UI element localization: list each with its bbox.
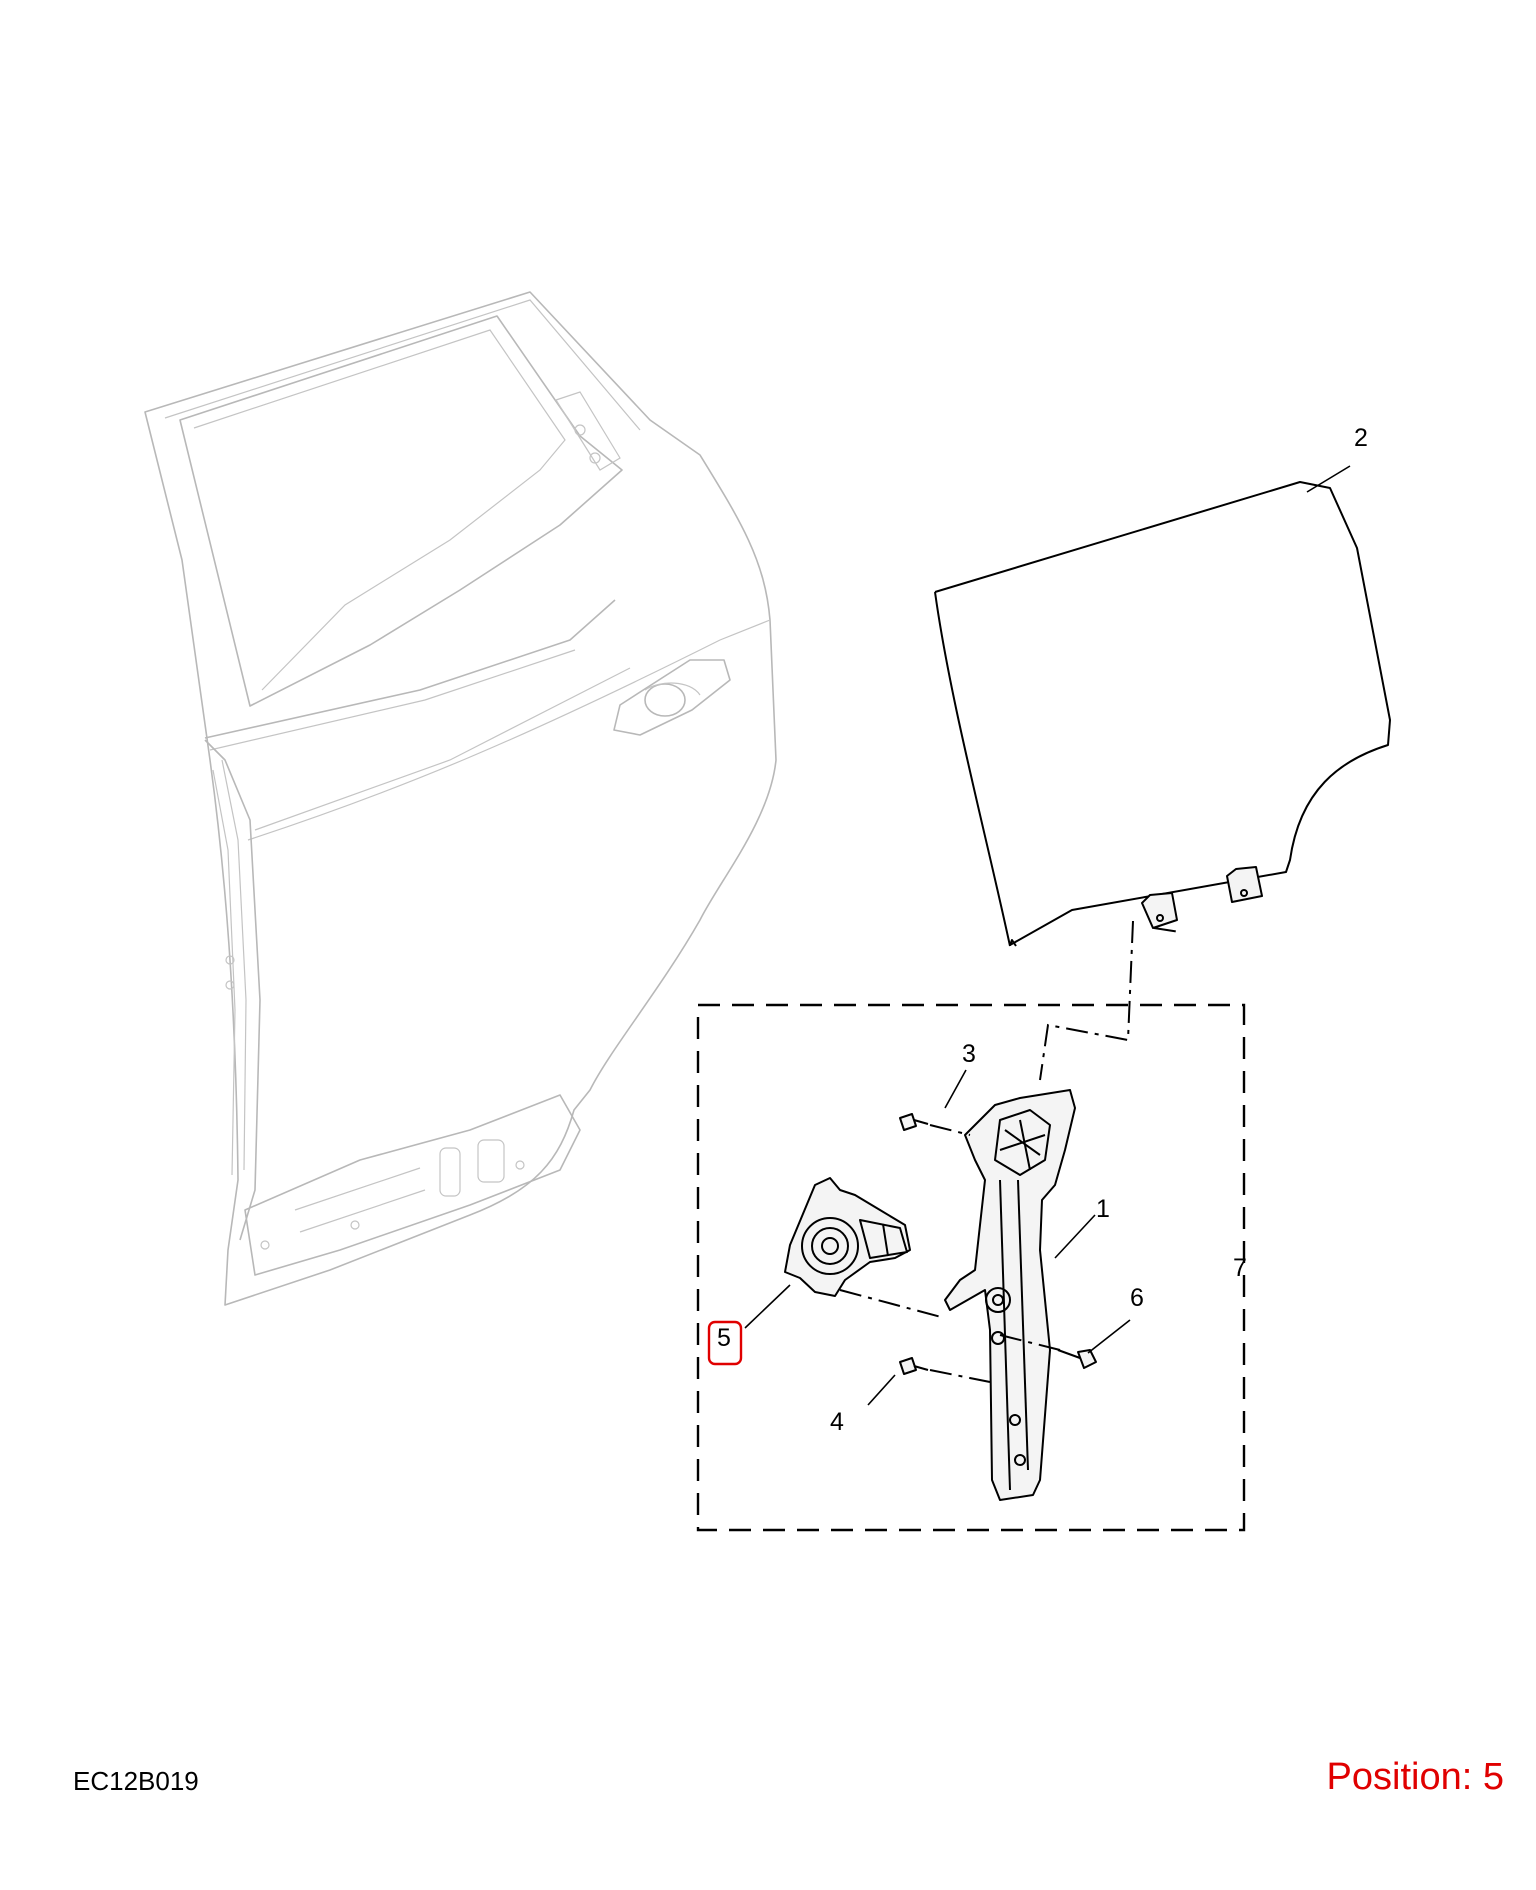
bolt-part-3: [899, 1113, 971, 1136]
attachment-line-glass-2: [1153, 927, 1181, 933]
callout-1[interactable]: 1: [1096, 1195, 1110, 1223]
attachment-line-bolt6: [999, 1334, 1061, 1351]
callout-7[interactable]: 7: [1233, 1254, 1247, 1282]
rear-door-illustration: [144, 291, 777, 1306]
window-regulator-part: [944, 1089, 1076, 1501]
callout-5[interactable]: 5: [717, 1324, 731, 1352]
callout-4[interactable]: 4: [830, 1408, 844, 1436]
callout-2[interactable]: 2: [1354, 424, 1368, 452]
position-label: Position: 5: [1326, 1756, 1504, 1798]
attachment-line-glass: [1039, 920, 1134, 1081]
leader-lines: [744, 465, 1351, 1406]
regulator-motor-part: [784, 1177, 911, 1297]
nut-part-6: [1057, 1349, 1097, 1369]
callout-3[interactable]: 3: [962, 1040, 976, 1068]
diagram-code: EC12B019: [73, 1766, 199, 1796]
selected-callout-highlight: [707, 1320, 743, 1366]
regulator-assembly-boundary: [696, 1003, 1246, 1532]
bolt-part-4: [899, 1357, 991, 1383]
attachment-line-motor: [839, 1289, 946, 1319]
callout-6[interactable]: 6: [1130, 1284, 1144, 1312]
window-glass-part: [934, 481, 1391, 947]
